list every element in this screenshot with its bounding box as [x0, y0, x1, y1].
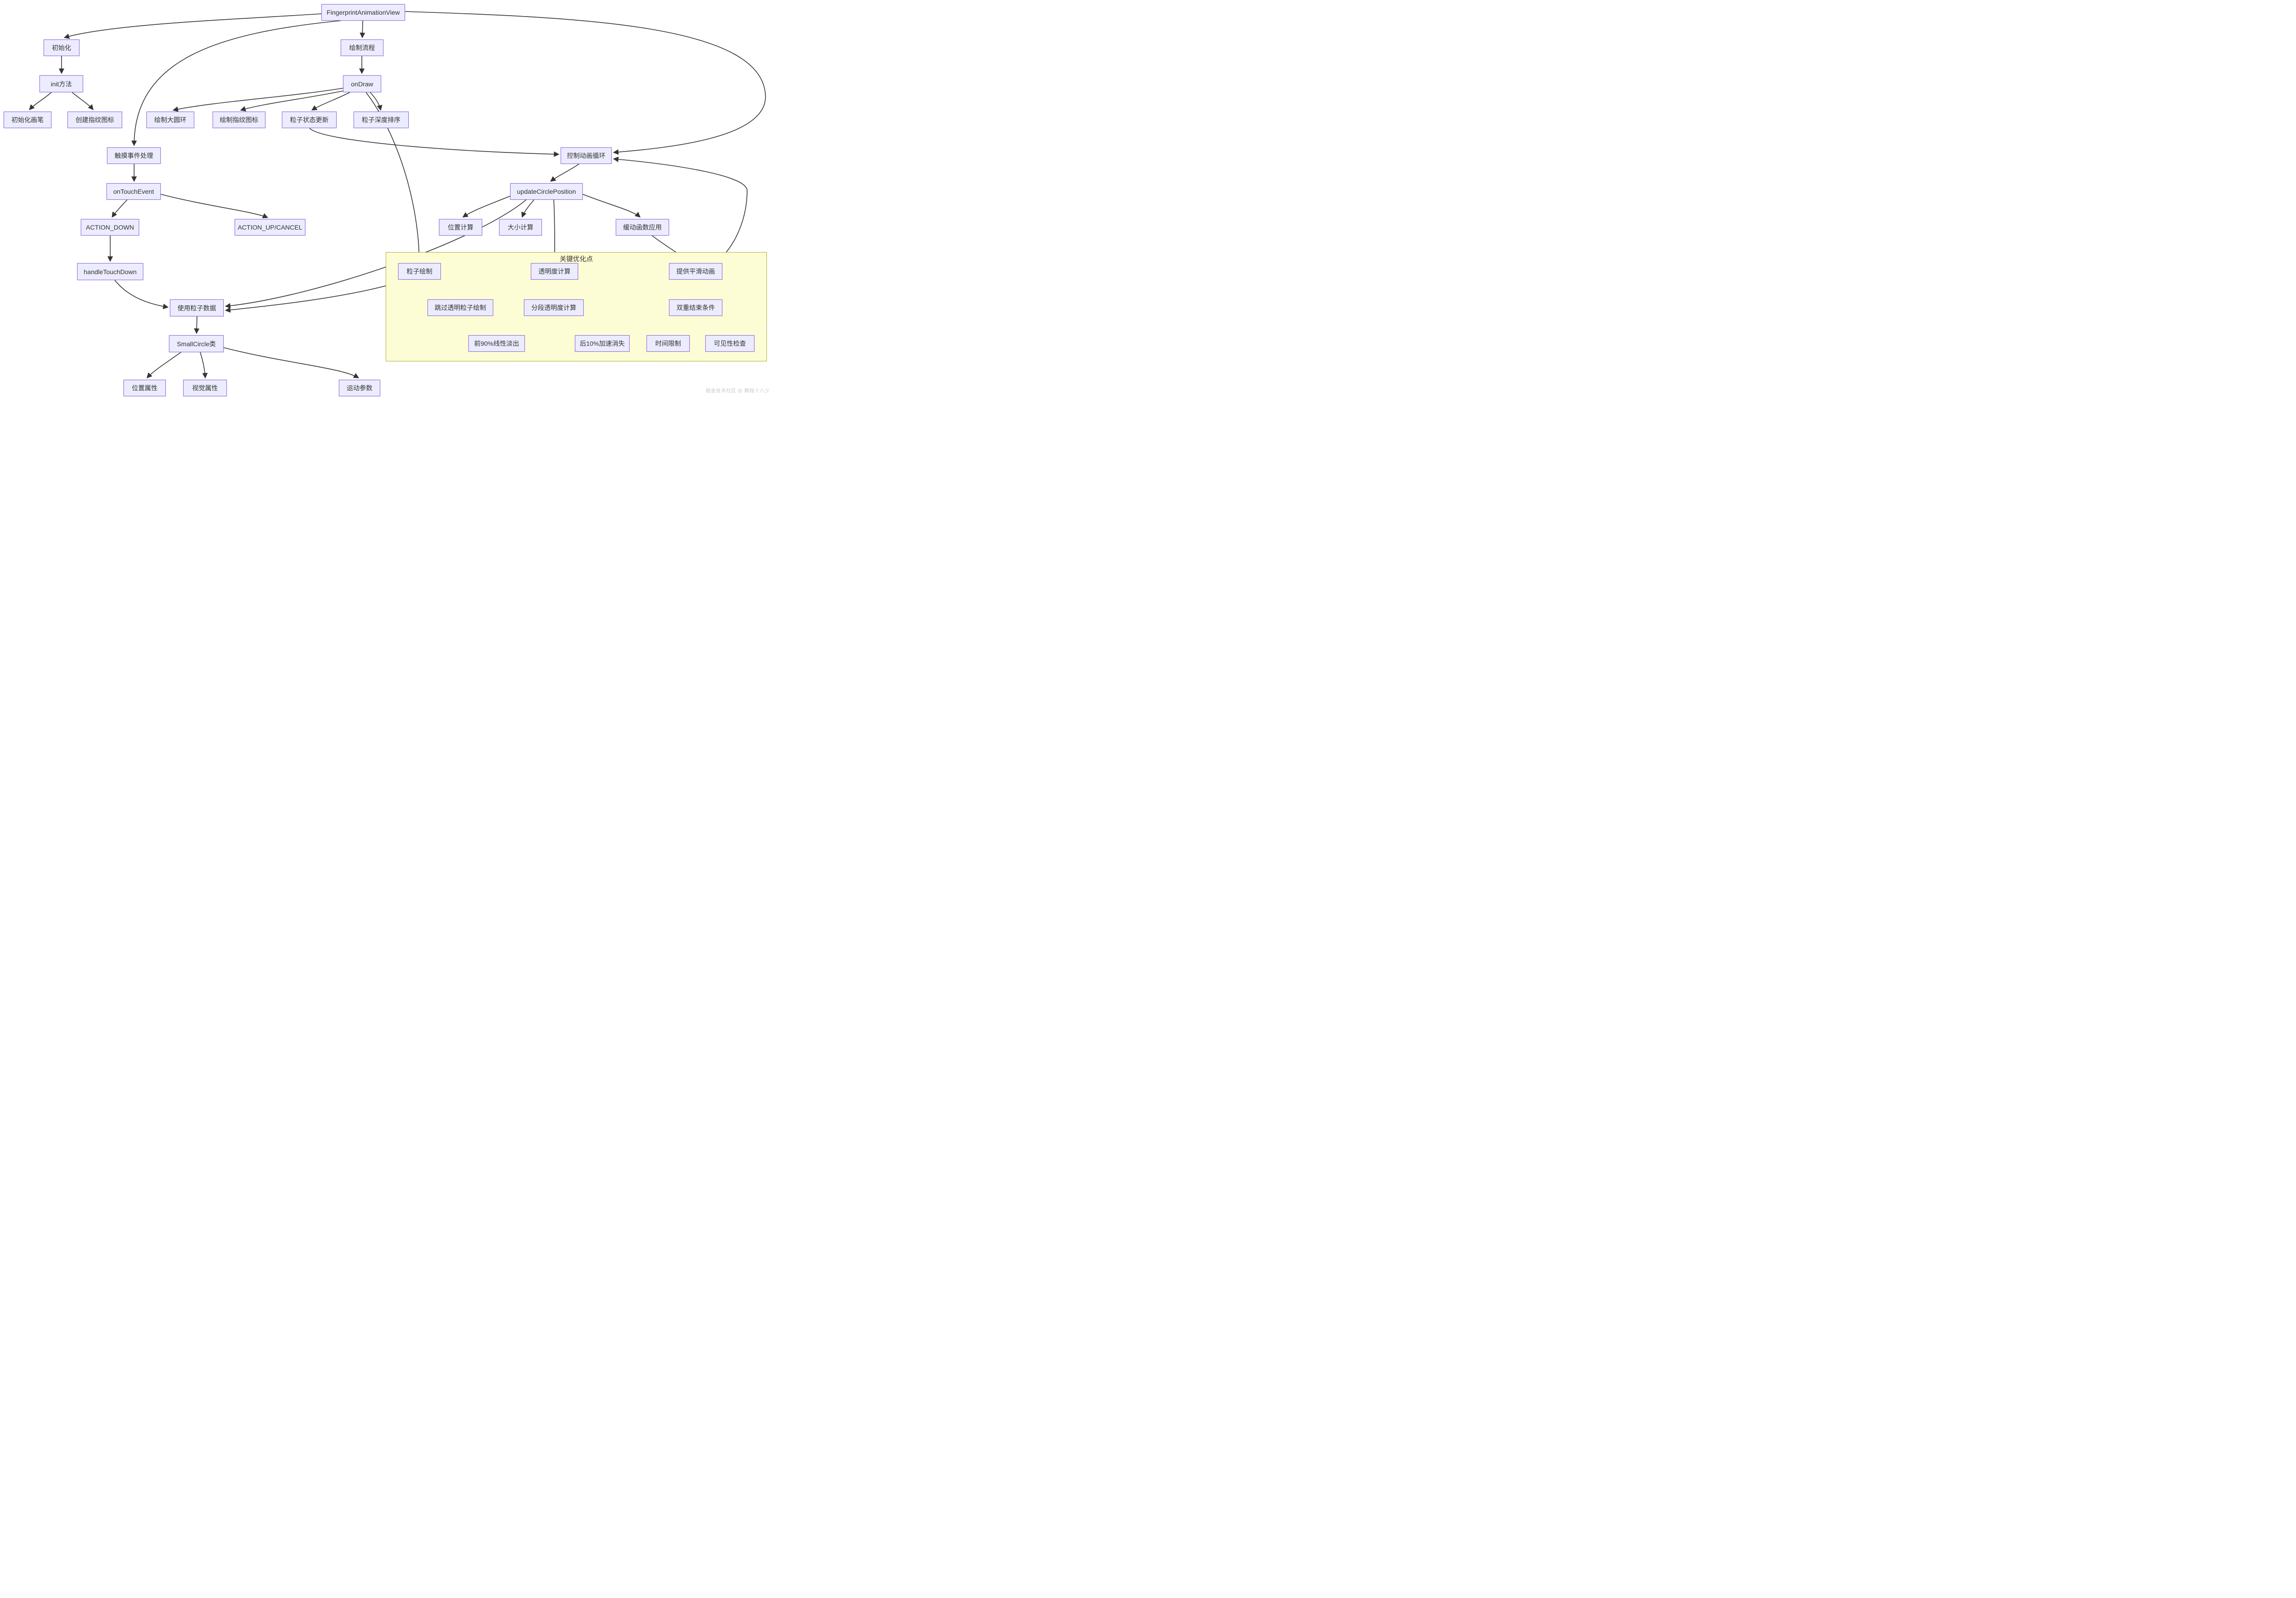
flowchart-canvas: 关键优化点 FingerprintAnimationView 初始化 绘制流程 ini… [0, 0, 777, 400]
edge-updateCirclePosition-to-positionCalc [462, 196, 511, 218]
node-initPaint: 初始化画笔 [4, 112, 51, 128]
edge-smallCircleClass-to-visualAttrs [200, 352, 208, 379]
node-sizeCalc: 大小计算 [499, 219, 542, 236]
edge-smallCircleClass-to-positionAttrs [146, 352, 181, 378]
node-updateCirclePosition: updateCirclePosition [510, 183, 583, 200]
node-drawFingerprintIcon: 绘制指纹图标 [213, 112, 265, 128]
node-particleDraw: 粒子绘制 [398, 263, 441, 280]
node-particleDepthSort: 粒子深度排序 [354, 112, 409, 128]
node-positionAttrs: 位置属性 [124, 380, 166, 396]
node-controlAnimationLoop: 控制动画循环 [561, 147, 612, 164]
node-onTouchEvent: onTouchEvent [107, 183, 161, 200]
node-touchEventHandling: 触摸事件处理 [107, 147, 161, 164]
node-visibilityCheck: 可见性检查 [705, 335, 754, 352]
node-visualAttrs: 视觉属性 [183, 380, 227, 396]
edge-onTouchEvent-to-actionDown [112, 199, 128, 218]
node-positionCalc: 位置计算 [439, 219, 482, 236]
node-smallCircleClass: SmallCircle类 [169, 335, 224, 352]
node-segmentedAlpha: 分段透明度计算 [524, 299, 584, 316]
edge-onDraw-to-particleStateUpdate [311, 92, 350, 111]
node-skipTransparent: 跳过透明粒子绘制 [428, 299, 493, 316]
node-timeLimit: 时间限制 [647, 335, 690, 352]
edge-handleTouchDown-to-useParticleData [114, 280, 169, 309]
edge-onTouchEvent-to-actionUpCancel [160, 194, 269, 219]
node-chushihua: 初始化 [44, 39, 79, 56]
node-easingApply: 缓动函数应用 [616, 219, 669, 236]
node-actionDown: ACTION_DOWN [81, 219, 139, 236]
edge-onDraw-to-particleDraw [366, 92, 422, 262]
node-useParticleData: 使用粒子数据 [170, 299, 224, 316]
edge-initMethod-to-initPaint [29, 92, 52, 110]
edge-fingerprintAnimationView-to-controlAnimationLoop [405, 11, 766, 155]
node-actionUpCancel: ACTION_UP/CANCEL [235, 219, 305, 236]
edge-onDraw-to-drawBigRing [172, 88, 343, 112]
node-motionParams: 运动参数 [339, 380, 380, 396]
cluster-title: 关键优化点 [559, 256, 593, 263]
edge-onDraw-to-drawFingerprintIcon [240, 90, 343, 112]
edge-initMethod-to-createFingerprintIcon [72, 92, 94, 110]
edge-particleStateUpdate-to-controlAnimationLoop [309, 128, 560, 157]
node-drawBigRing: 绘制大圆环 [146, 112, 194, 128]
edge-updateCirclePosition-to-sizeCalc [521, 199, 535, 218]
node-smoothAnimation: 提供平滑动画 [669, 263, 722, 280]
node-fadeFirst90: 前90%线性淡出 [468, 335, 525, 352]
edge-onDraw-to-particleDepthSort [370, 92, 383, 111]
node-initMethod: init方法 [39, 75, 83, 92]
watermark-text: 掘金技术社区 @ 鹏程十八少 [706, 388, 770, 394]
node-huizhiliucheng: 绘制流程 [341, 39, 383, 56]
edge-updateCirclePosition-to-easingApply [582, 194, 641, 218]
node-alphaCalc: 透明度计算 [531, 263, 578, 280]
edge-fingerprintAnimationView-to-touchEventHandling [131, 20, 341, 146]
node-fadeLast10: 后10%加速消失 [575, 335, 630, 352]
edge-fingerprintAnimationView-to-huizhiliucheng [360, 20, 366, 39]
node-createFingerprintIcon: 创建指纹图标 [68, 112, 122, 128]
node-onDraw: onDraw [343, 75, 381, 92]
edge-particleDraw-to-useParticleData [225, 279, 407, 313]
edge-smallCircleClass-to-motionParams [223, 347, 360, 378]
node-doubleEndCondition: 双重结束条件 [669, 299, 722, 316]
node-fingerprintAnimationView: FingerprintAnimationView [321, 4, 405, 21]
edge-smoothAnimation-to-controlAnimationLoop [613, 156, 748, 263]
node-particleStateUpdate: 粒子状态更新 [282, 112, 337, 128]
node-handleTouchDown: handleTouchDown [77, 263, 143, 280]
edge-controlAnimationLoop-to-updateCirclePosition [550, 163, 580, 182]
edge-fingerprintAnimationView-to-chushihua [63, 13, 322, 39]
